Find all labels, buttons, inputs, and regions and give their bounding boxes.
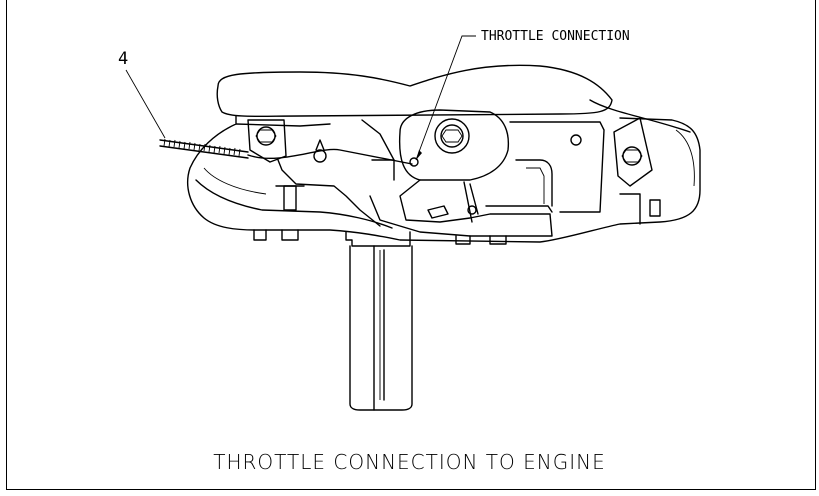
left-bracket <box>247 119 287 163</box>
cover-seam <box>235 123 331 127</box>
cover-edge <box>589 99 691 133</box>
throttle-connection-label: THROTTLE CONNECTION <box>481 29 630 44</box>
center-linkage <box>275 119 395 227</box>
item-number-label: 4 <box>118 49 128 69</box>
throttle-hole <box>409 157 419 167</box>
base-bolts <box>253 229 507 245</box>
intake-shaft <box>345 231 413 411</box>
figure-caption: THROTTLE CONNECTION TO ENGINE <box>213 450 606 474</box>
throttle-plate-assembly <box>369 109 553 237</box>
throttle-link-wire <box>247 148 413 165</box>
threaded-cable-rod <box>159 138 249 159</box>
drawing-border <box>6 0 816 490</box>
body-lower-contour <box>195 179 393 229</box>
right-linkage <box>509 121 695 225</box>
top-cover <box>216 64 613 118</box>
throttle-leader-line <box>415 35 476 161</box>
right-bracket <box>613 117 653 187</box>
carburetor-body <box>186 115 701 243</box>
body-contour-2 <box>203 167 267 195</box>
item-4-leader-line <box>125 69 166 139</box>
leader-arrowhead <box>416 150 422 160</box>
